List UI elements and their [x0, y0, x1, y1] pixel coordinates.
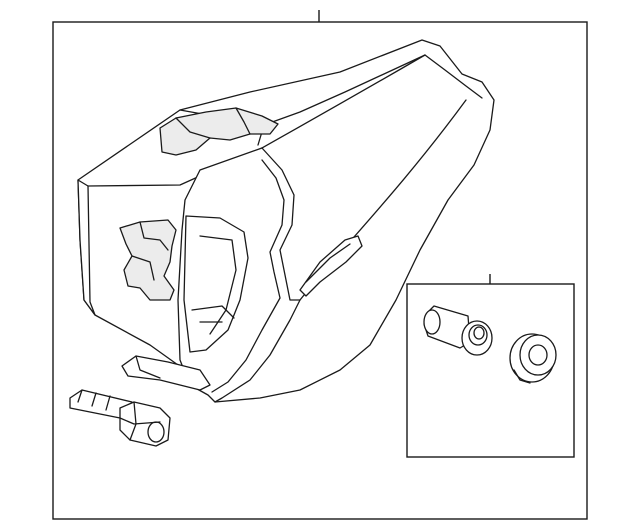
grommet-ring [509, 333, 557, 384]
bushing-sleeve [423, 305, 493, 356]
glove-box-assembly [77, 39, 495, 403]
damper-bolt [69, 389, 171, 447]
main-frame [52, 10, 588, 520]
hardware-inset-frame [406, 274, 575, 458]
